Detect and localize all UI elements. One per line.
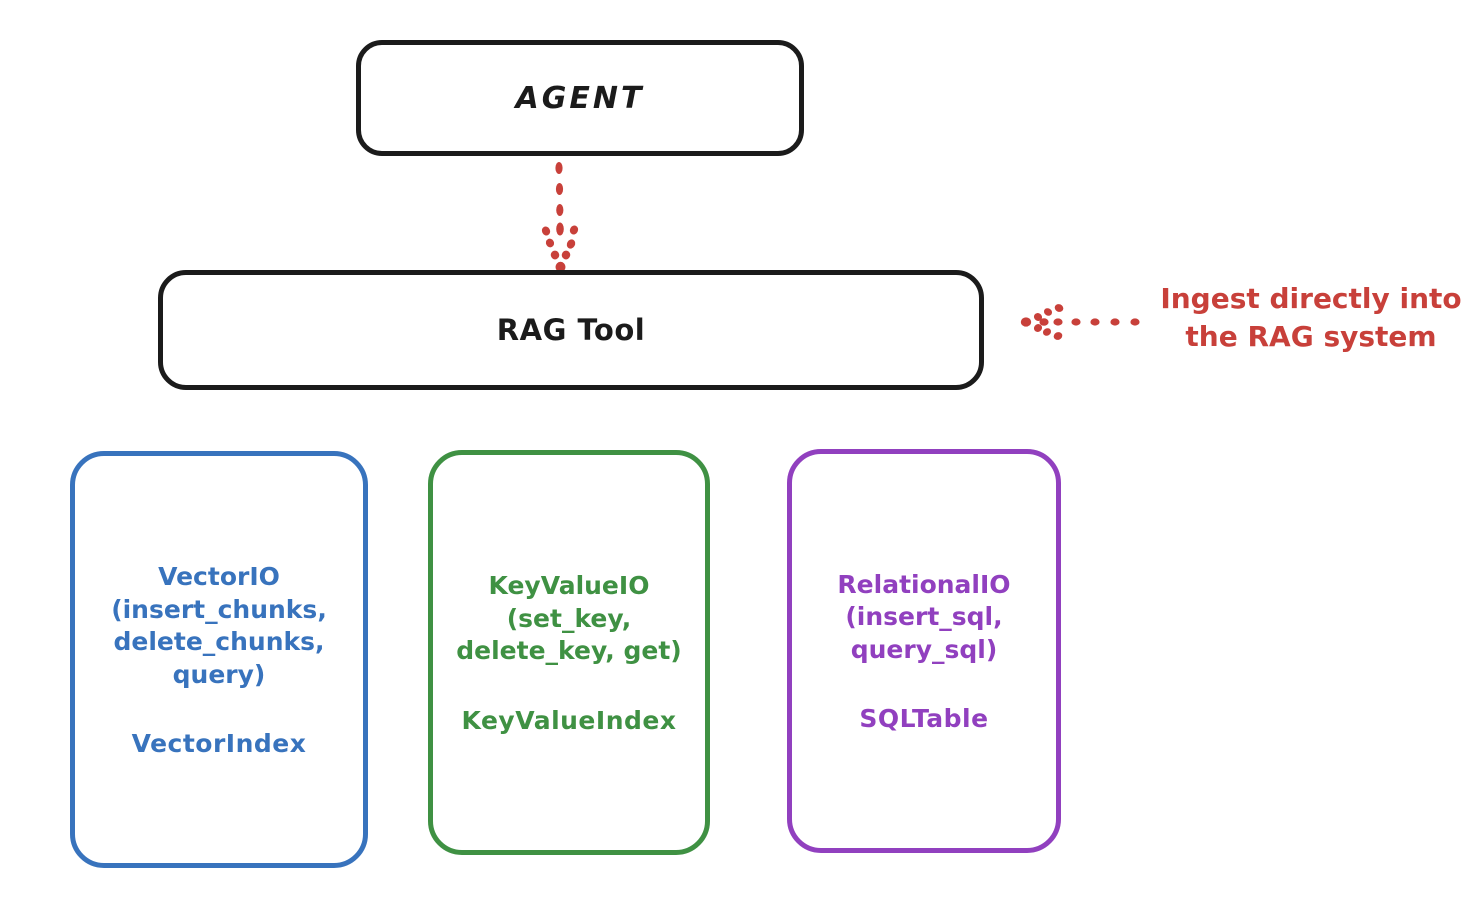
relational-io-node[interactable]: RelationalIO (insert_sql, query_sql) SQL…	[787, 449, 1061, 853]
ingest-note-text: Ingest directly into the RAG system	[1160, 282, 1462, 353]
agent-node[interactable]: AGENT	[356, 40, 804, 156]
agent-to-rag-tool-arrow-icon	[541, 162, 579, 272]
key-value-index-label: KeyValueIndex	[461, 705, 677, 735]
rag-tool-node[interactable]: RAG Tool	[158, 270, 984, 390]
key-value-io-node[interactable]: KeyValueIO (set_key, delete_key, get) Ke…	[428, 450, 710, 855]
sql-table-label: SQLTable	[859, 704, 989, 734]
ingest-arrow-icon	[1020, 304, 1140, 340]
agent-label: AGENT	[515, 80, 645, 116]
vector-io-api-label: VectorIO (insert_chunks, delete_chunks, …	[111, 562, 327, 689]
rag-tool-label: RAG Tool	[496, 313, 646, 347]
vector-io-node[interactable]: VectorIO (insert_chunks, delete_chunks, …	[70, 451, 368, 868]
key-value-io-api-label: KeyValueIO (set_key, delete_key, get)	[456, 571, 682, 666]
vector-index-label: VectorIndex	[131, 729, 307, 758]
relational-io-api-label: RelationalIO (insert_sql, query_sql)	[837, 569, 1011, 664]
